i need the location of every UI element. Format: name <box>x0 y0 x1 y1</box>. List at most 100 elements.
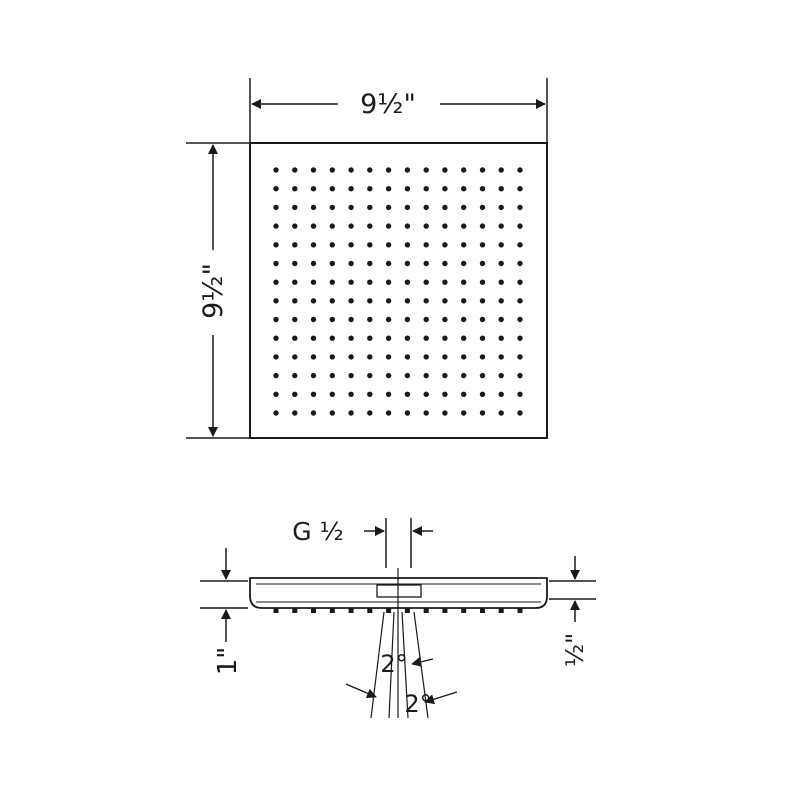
nozzle-dot <box>498 316 504 323</box>
nozzle-dot <box>498 354 504 360</box>
nozzle-dot <box>273 186 279 192</box>
nozzle-dot <box>385 298 392 304</box>
nozzle-dot <box>367 335 373 341</box>
nozzle-dot <box>479 260 486 267</box>
nozzle-dot <box>517 391 523 397</box>
nozzle-dot <box>423 167 429 173</box>
nozzle-dot <box>348 298 354 304</box>
side-view: G ½ 1" ½" 2° <box>200 517 596 719</box>
nozzle-dot <box>442 372 448 379</box>
nozzle-dot <box>423 223 429 229</box>
nozzle-dot <box>348 186 354 192</box>
nozzle-dot <box>479 242 486 248</box>
nozzle-dot <box>423 410 429 416</box>
nozzle-dot <box>461 279 467 285</box>
nozzle-dot <box>273 223 279 229</box>
nozzle-dot <box>273 372 279 379</box>
nozzle-dot <box>310 186 317 192</box>
lower-angle-annotation: 2° <box>345 683 458 718</box>
side-nozzle-tip <box>311 608 316 613</box>
nozzle-dot <box>404 186 411 192</box>
nozzle-dot <box>329 279 335 285</box>
nozzle-dot <box>461 335 467 341</box>
nozzle-dot <box>385 260 392 267</box>
nozzle-dot <box>348 391 354 397</box>
nozzle-dot <box>367 260 373 267</box>
nozzle-dot <box>310 279 317 285</box>
nozzle-dot <box>517 242 523 248</box>
nozzle-dot <box>348 354 354 360</box>
nozzle-dot <box>329 372 335 379</box>
nozzle-dot <box>479 167 486 173</box>
nozzle-dot <box>517 335 523 341</box>
side-nozzle-tip <box>498 608 504 613</box>
nozzle-dot <box>367 167 373 173</box>
nozzle-dot <box>329 242 335 248</box>
nozzle-dot <box>310 316 317 323</box>
nozzle-dot <box>292 372 298 379</box>
nozzle-grid <box>273 167 523 416</box>
nozzle-dot <box>404 223 411 229</box>
nozzle-dot <box>310 391 317 397</box>
nozzle-dot <box>461 242 467 248</box>
nozzle-dot <box>273 242 279 248</box>
nozzle-dot <box>479 372 486 379</box>
nozzle-dot <box>348 242 354 248</box>
thread-dimension: G ½ <box>292 517 433 568</box>
side-nozzle-tip <box>442 608 448 613</box>
nozzle-dot <box>461 372 467 379</box>
nozzle-dot <box>479 335 486 341</box>
thread-label: G ½ <box>292 517 344 546</box>
nozzle-dot <box>385 372 392 379</box>
nozzle-dot <box>404 316 411 323</box>
nozzle-dot <box>273 410 279 416</box>
nozzle-dot <box>479 204 486 211</box>
nozzle-dot <box>517 279 523 285</box>
nozzle-dot <box>273 167 279 173</box>
nozzle-dot <box>461 260 467 267</box>
side-nozzle-tip <box>329 608 335 613</box>
nozzle-dot <box>273 335 279 341</box>
nozzle-dot <box>292 260 298 267</box>
shower-plate-outline <box>249 142 548 439</box>
nozzle-dot <box>404 372 411 379</box>
nozzle-dot <box>517 260 523 267</box>
nozzle-dot <box>461 410 467 416</box>
nozzle-dot <box>498 298 504 304</box>
nozzle-dot <box>367 316 373 323</box>
nozzle-dot <box>517 186 523 192</box>
nozzle-dot <box>461 186 467 192</box>
nozzle-dot <box>442 410 448 416</box>
nozzle-dot <box>442 242 448 248</box>
width-label: 9½" <box>360 89 416 120</box>
nozzle-dot <box>423 391 429 397</box>
nozzle-dot <box>423 335 429 341</box>
nozzle-dot <box>273 354 279 360</box>
nozzle-dot <box>461 354 467 360</box>
nozzle-dot <box>292 167 298 173</box>
width-dimension: 9½" <box>249 78 548 143</box>
lower-angle-label: 2° <box>404 690 431 718</box>
nozzle-dot <box>292 186 298 192</box>
nozzle-dot <box>385 316 392 323</box>
nozzle-dot <box>329 260 335 267</box>
height-dimension: 9½" <box>186 142 250 439</box>
nozzle-dot <box>442 279 448 285</box>
nozzle-dot <box>385 279 392 285</box>
nozzle-dot <box>329 335 335 341</box>
nozzle-dot <box>479 186 486 192</box>
nozzle-dot <box>404 242 411 248</box>
nozzle-dot <box>423 186 429 192</box>
nozzle-dot <box>461 391 467 397</box>
nozzle-dot <box>517 167 523 173</box>
nozzle-dot <box>385 204 392 211</box>
nozzle-dot <box>442 260 448 267</box>
nozzle-dot <box>385 186 392 192</box>
nozzle-dot <box>385 335 392 341</box>
nozzle-dot <box>423 204 429 211</box>
nozzle-dot <box>292 298 298 304</box>
nozzle-dot <box>498 260 504 267</box>
nozzle-dot <box>329 223 335 229</box>
nozzle-dot <box>348 223 354 229</box>
nozzle-dot <box>292 335 298 341</box>
